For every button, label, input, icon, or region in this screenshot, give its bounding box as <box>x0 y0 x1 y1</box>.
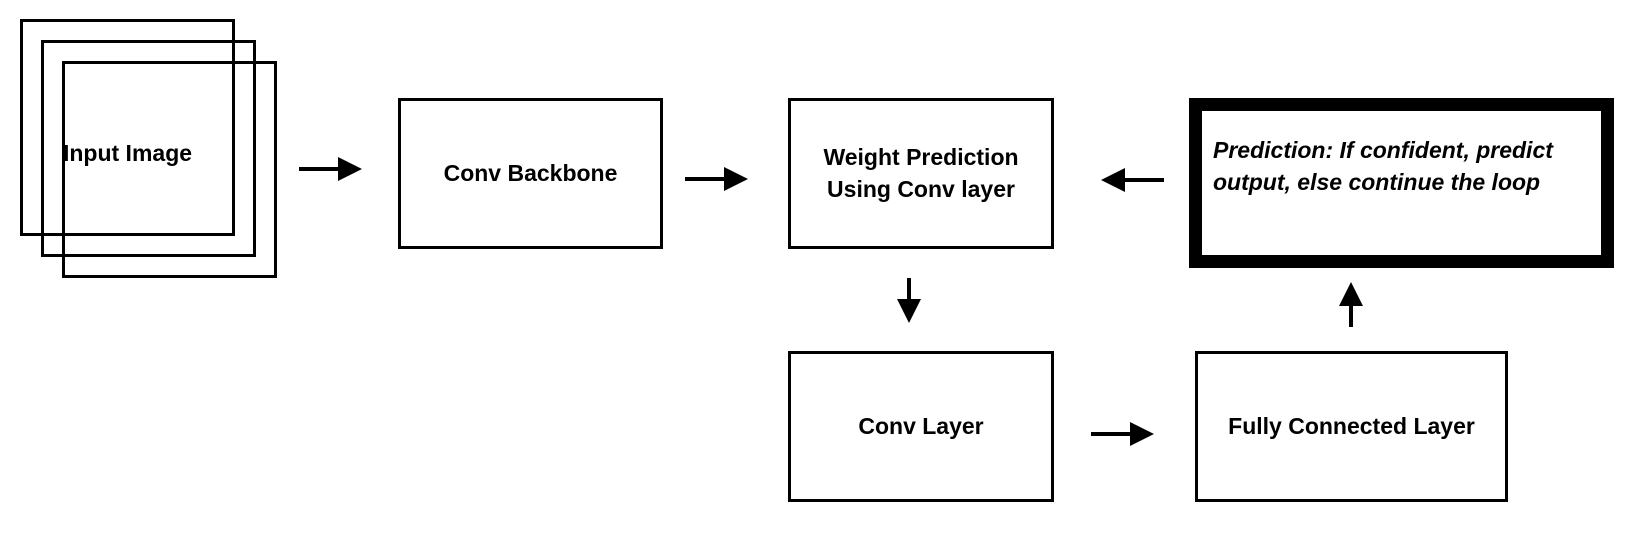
input-image-frame-middle <box>41 40 256 257</box>
prediction-node: Prediction: If confident, predict output… <box>1189 98 1614 268</box>
weight-prediction-label: Weight Prediction Using Conv layer <box>823 143 1019 202</box>
conv-layer-label: Conv Layer <box>858 412 984 439</box>
conv-backbone-node: Conv Backbone <box>398 98 663 249</box>
fully-connected-node: Fully Connected Layer <box>1195 351 1508 502</box>
input-image-label: Input Image <box>62 140 193 166</box>
weight-prediction-node: Weight Prediction Using Conv layer <box>788 98 1054 249</box>
input-image-frame-front <box>62 61 277 278</box>
input-image-frame-back <box>20 19 235 236</box>
conv-layer-node: Conv Layer <box>788 351 1054 502</box>
conv-backbone-label: Conv Backbone <box>443 159 618 186</box>
fully-connected-label: Fully Connected Layer <box>1228 412 1475 439</box>
prediction-label: Prediction: If confident, predict output… <box>1213 137 1553 195</box>
